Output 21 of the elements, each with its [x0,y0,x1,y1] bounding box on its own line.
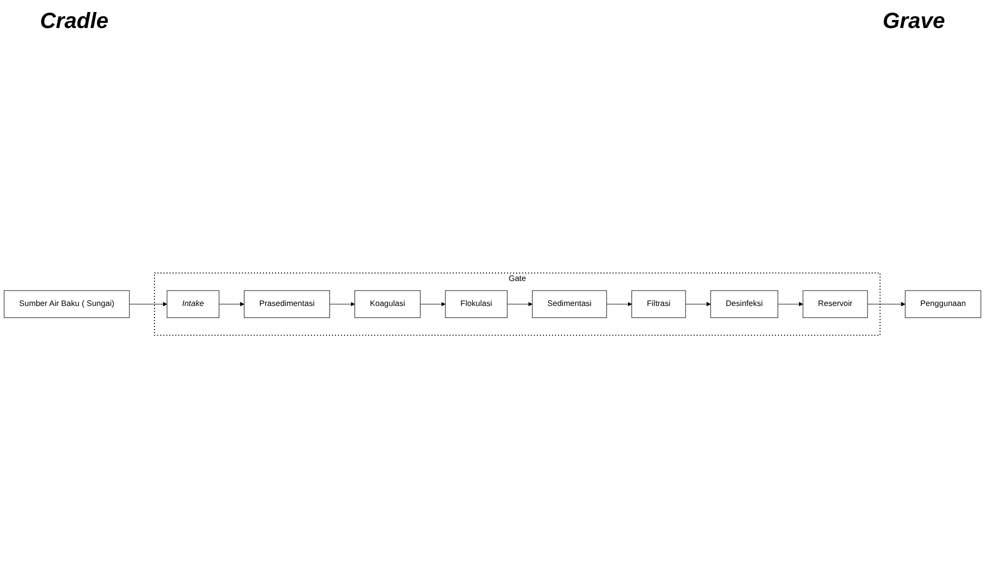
arrow [867,302,906,306]
column-heading: Grave [882,8,945,34]
arrow [506,302,532,306]
arrow [329,302,355,306]
arrow [218,302,244,306]
node-box: Flokulasi [445,290,508,318]
arrow [420,302,446,306]
arrow [129,302,168,306]
node-box: Prasedimentasi [244,290,330,318]
node-box: Desinfeksi [710,290,778,318]
arrow [606,302,632,306]
arrow [685,302,711,306]
node-box: Penggunaan [904,290,982,318]
arrow [778,302,804,306]
node-box: Reservoir [802,290,868,318]
node-box: Koagulasi [354,290,420,318]
column-heading: Cradle [40,8,108,34]
node-box: Sedimentasi [532,290,607,318]
node-box: Intake [166,290,220,318]
node-box: Sumber Air Baku ( Sungai) [4,290,130,318]
node-box: Filtrasi [632,290,686,318]
